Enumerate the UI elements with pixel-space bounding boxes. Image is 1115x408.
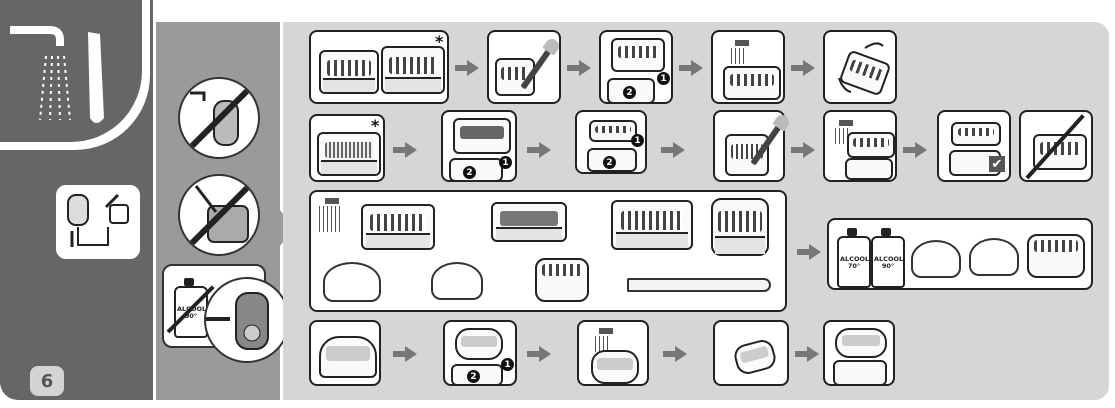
step-arrow bbox=[527, 142, 553, 158]
washable-parts-panel bbox=[309, 190, 787, 312]
cleaning-steps-area: * 1 2 * bbox=[283, 22, 1109, 400]
step-arrow bbox=[455, 60, 481, 76]
remove-exfoliation-brush-panel: 1 2 bbox=[443, 320, 517, 386]
step-1-badge: 1 bbox=[499, 156, 512, 169]
step-1-badge: 1 bbox=[631, 134, 644, 147]
step-arrow bbox=[661, 142, 687, 158]
cap-2 bbox=[431, 262, 483, 300]
cap-2 bbox=[969, 238, 1019, 276]
tweezers-icon bbox=[627, 278, 771, 292]
cap-1 bbox=[323, 262, 381, 302]
shake-dry-brush-panel bbox=[713, 320, 789, 386]
remove-head-panel: 1 2 bbox=[599, 30, 673, 104]
reattach-foil-panel: ✔ bbox=[937, 110, 1011, 182]
shower-and-brush-icon bbox=[10, 26, 104, 123]
exfoliation-brush-panel bbox=[309, 320, 381, 386]
step-2-badge: 2 bbox=[603, 156, 616, 169]
no-water-on-device-warning-icon bbox=[178, 77, 260, 159]
step-1-badge: 1 bbox=[501, 358, 514, 371]
step-arrow bbox=[663, 346, 689, 362]
step-arrow bbox=[393, 142, 419, 158]
step-arrow bbox=[791, 142, 817, 158]
step-arrow bbox=[797, 244, 823, 260]
rinse-head-panel bbox=[711, 30, 785, 104]
brush-clean-head-panel bbox=[487, 30, 561, 104]
do-not-press-foil-panel bbox=[1019, 110, 1093, 182]
remove-shaver-head-panel: 1 2 bbox=[441, 110, 517, 182]
step-1-badge: 1 bbox=[657, 72, 670, 85]
page-number: 6 bbox=[30, 366, 64, 396]
cap-1 bbox=[911, 240, 961, 278]
unplugged-epilator-icon bbox=[56, 185, 140, 259]
step-2-badge: 2 bbox=[623, 86, 636, 99]
check-icon: ✔ bbox=[989, 156, 1005, 172]
step-2-badge: 2 bbox=[463, 166, 476, 179]
step-arrow bbox=[795, 346, 821, 362]
step-arrow bbox=[679, 60, 705, 76]
rinse-foil-panel bbox=[823, 110, 897, 182]
shake-dry-head-panel bbox=[823, 30, 897, 104]
detach-foil-panel: 1 2 bbox=[575, 110, 647, 174]
water-cleaning-badge bbox=[0, 0, 150, 150]
brush-foil-panel bbox=[713, 110, 785, 182]
step-2-badge: 2 bbox=[467, 370, 480, 383]
asterisk-note: * bbox=[435, 32, 444, 51]
step-arrow bbox=[791, 60, 817, 76]
step-arrow bbox=[903, 142, 929, 158]
asterisk-note: * bbox=[371, 116, 380, 135]
rinse-exfoliation-brush-panel bbox=[577, 320, 649, 386]
step-arrow bbox=[527, 346, 553, 362]
row1-heads-panel: * bbox=[309, 30, 449, 104]
epilator-device-icon bbox=[204, 277, 290, 363]
step-arrow bbox=[567, 60, 593, 76]
reattach-exfoliation-brush-panel bbox=[823, 320, 895, 386]
shaver-head-panel: * bbox=[309, 114, 385, 182]
section-tab: 6 bbox=[0, 0, 153, 400]
no-sharp-tool-warning-icon bbox=[178, 174, 260, 256]
step-arrow bbox=[393, 346, 419, 362]
